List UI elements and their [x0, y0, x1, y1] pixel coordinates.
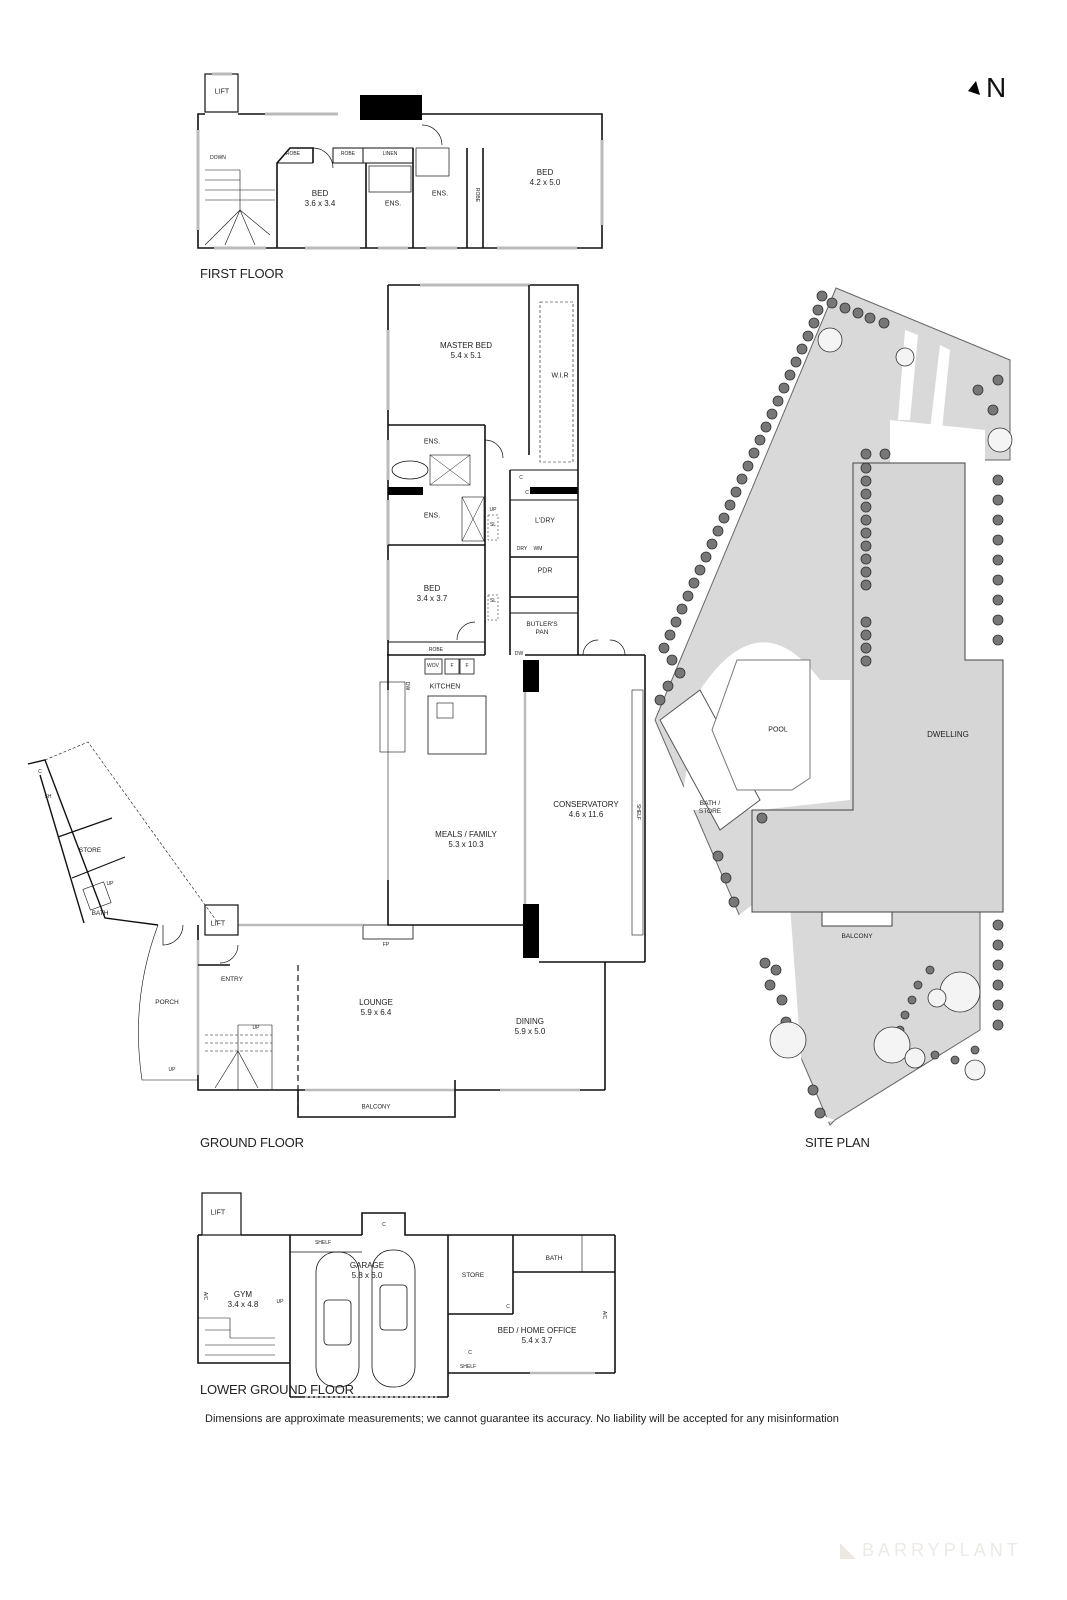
- room-label-store: STORE: [78, 846, 102, 854]
- ac-label: A/C: [202, 1291, 209, 1301]
- site-label-balcony: BALCONY: [841, 932, 873, 940]
- balcony-label: BALCONY: [361, 1104, 391, 1111]
- room-label-robe: ROBE: [285, 150, 301, 157]
- first-floor-title: FIRST FLOOR: [200, 266, 284, 281]
- room-label-lift: LIFT: [210, 1209, 226, 1217]
- brand-watermark: BARRYPLANT: [840, 1540, 1022, 1561]
- stair-label-up: UP: [276, 1298, 284, 1305]
- room-label-porch: PORCH: [155, 998, 179, 1006]
- ac-label: A/C: [601, 1310, 608, 1320]
- room-label-ensuite-2: ENS.: [431, 190, 449, 198]
- appliance-label-dishwasher: DW: [404, 681, 411, 691]
- appliance-label-wall-oven: WOV: [427, 662, 439, 669]
- site-plan-title: SITE PLAN: [805, 1135, 870, 1150]
- room-label-ensuite-bed: ENS.: [423, 512, 441, 520]
- room-label-wir: W.I.R: [551, 372, 569, 380]
- shelf-label: SHELF: [635, 803, 642, 821]
- shelf-label: SH: [44, 793, 52, 800]
- skylight-label: SL: [489, 597, 497, 604]
- appliance-label-washer: WM: [533, 545, 543, 552]
- ground-floor-plan: [27, 283, 646, 1118]
- site-label-bath-store: BATH / STORE: [698, 799, 722, 815]
- north-arrow-icon: [968, 81, 980, 95]
- brand-name: BARRYPLANT: [862, 1540, 1022, 1560]
- brand-logo-icon: [840, 1542, 856, 1559]
- disclaimer-text: Dimensions are approximate measurements;…: [205, 1413, 839, 1425]
- cupboard-label: C: [468, 1349, 472, 1356]
- room-label-robe: ROBE: [474, 187, 481, 203]
- stair-label-up: UP: [168, 1066, 176, 1073]
- lower-ground-floor-plan: [197, 1192, 616, 1398]
- lower-ground-floor-title: LOWER GROUND FLOOR: [200, 1382, 354, 1397]
- room-label-bath: BATH: [545, 1254, 563, 1262]
- appliance-label-fridge: F: [465, 662, 469, 669]
- stair-label-up: UP: [252, 1024, 260, 1031]
- room-label-robe: ROBE: [340, 150, 356, 157]
- stair-label-up: UP: [106, 880, 114, 887]
- appliance-label-dryer: DRY: [516, 545, 528, 552]
- room-label-lift: LIFT: [210, 920, 226, 928]
- compass: N: [968, 72, 1006, 104]
- room-label-robe: ROBE: [428, 646, 444, 653]
- cupboard-label: C: [519, 474, 523, 481]
- stair-label-up: UP: [489, 506, 497, 513]
- site-label-dwelling: DWELLING: [927, 730, 969, 739]
- room-label-lift: LIFT: [214, 88, 230, 96]
- room-label-store: STORE: [461, 1271, 485, 1279]
- room-label-powder: PDR: [537, 567, 553, 575]
- shelf-label: SHELF: [459, 1363, 477, 1370]
- room-label-kitchen: KITCHEN: [429, 683, 461, 691]
- skylight-label: SL: [489, 521, 497, 528]
- cupboard-label: C: [38, 768, 42, 775]
- ground-floor-title: GROUND FLOOR: [200, 1135, 304, 1150]
- room-label-ensuite-1: ENS.: [384, 200, 402, 208]
- cupboard-label: C: [382, 1221, 386, 1228]
- cupboard-label: C: [525, 489, 529, 496]
- appliance-label-fridge: F: [450, 662, 454, 669]
- shelf-label: SHELF: [314, 1239, 332, 1246]
- appliance-label-dishwasher: DW: [514, 650, 524, 657]
- room-label-laundry: L'DRY: [535, 517, 555, 525]
- site-label-pool: POOL: [768, 726, 788, 734]
- room-label-linen: LINEN: [382, 150, 398, 157]
- room-label-ensuite-master: ENS.: [423, 438, 441, 446]
- north-label: N: [986, 72, 1007, 103]
- fireplace-label: FP: [382, 941, 390, 948]
- stair-label-down: DOWN: [210, 154, 226, 161]
- cupboard-label: C: [506, 1303, 510, 1310]
- room-label-entry: ENTRY: [221, 975, 243, 983]
- room-label-butlers-pantry: BUTLER'S PAN: [526, 620, 558, 636]
- site-plan-drawing: [654, 287, 1013, 1140]
- room-label-bath: BATH: [91, 909, 109, 917]
- first-floor-plan: [196, 72, 604, 250]
